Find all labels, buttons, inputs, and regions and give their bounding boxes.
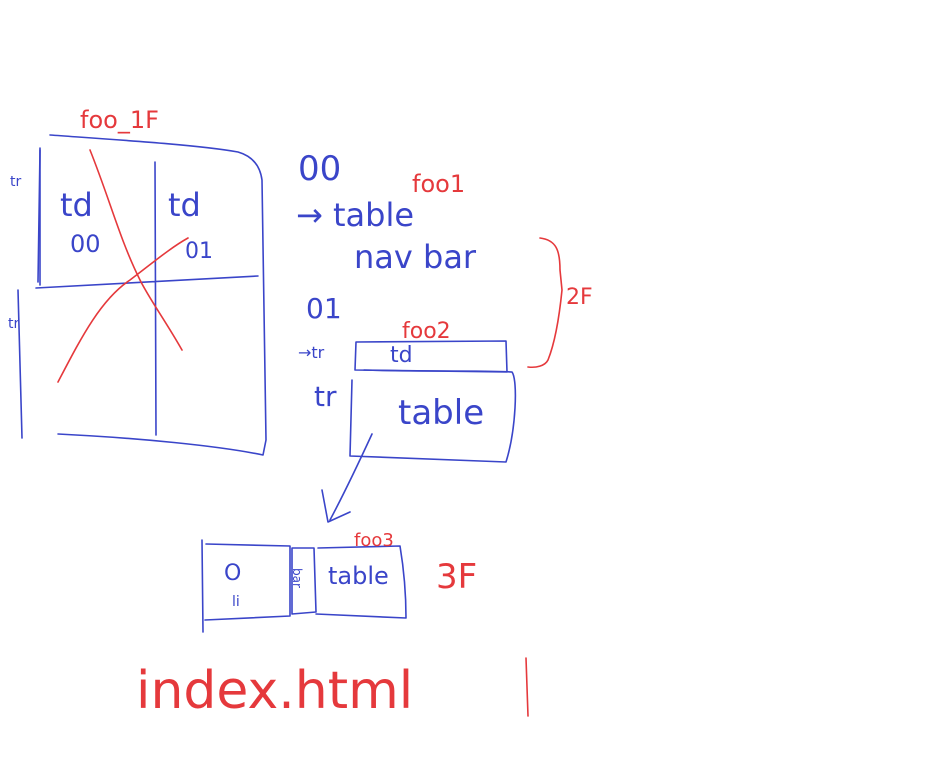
td-bar-box bbox=[354, 340, 508, 373]
tr-label-top: tr bbox=[10, 174, 21, 190]
td-right-label: td bbox=[168, 186, 201, 224]
left-panel-box bbox=[201, 539, 291, 633]
vertical-text-label: bar bbox=[290, 568, 304, 588]
item-00-label: 00 bbox=[298, 149, 341, 189]
table-3f-box bbox=[315, 545, 407, 619]
foo-1f-label: foo_1F bbox=[80, 106, 159, 134]
foo1-label: foo1 bbox=[412, 170, 465, 198]
middle-strip-box bbox=[291, 547, 317, 615]
table-3f-label: table bbox=[328, 562, 389, 590]
foo2-label: foo2 bbox=[402, 319, 451, 344]
table-inner-box bbox=[349, 369, 517, 463]
foo3-label: foo3 bbox=[354, 530, 394, 551]
filename-block: index.html bbox=[136, 657, 529, 721]
arrow-table-label: → table bbox=[296, 196, 414, 234]
filename-trailing-stroke bbox=[525, 657, 529, 717]
brace-2f-label: 2F bbox=[566, 285, 593, 310]
grid-sketch-1f: foo_1F tr tr td td 00 01 bbox=[8, 106, 267, 456]
item-01-label: 01 bbox=[306, 292, 342, 325]
nav-bar-label: nav bar bbox=[354, 238, 477, 276]
label-3f: 3F bbox=[436, 557, 477, 597]
tr-arrow-label: →tr bbox=[298, 343, 325, 362]
left-li-label: li bbox=[232, 594, 240, 610]
left-o-label: O bbox=[224, 561, 241, 586]
td-bar-label: td bbox=[390, 343, 413, 368]
brace-2f bbox=[527, 237, 563, 369]
filename-label: index.html bbox=[136, 661, 413, 721]
tr-lower-label: tr bbox=[314, 380, 337, 413]
grid-outer-box bbox=[17, 134, 267, 456]
notes-2f: 00 foo1 → table nav bar 01 foo2 →tr td t… bbox=[296, 149, 593, 523]
big-red-x bbox=[57, 149, 189, 383]
cell-00-label: 00 bbox=[70, 230, 101, 258]
grid-left-edge-top bbox=[37, 149, 41, 283]
cell-01-label: 01 bbox=[185, 239, 213, 264]
tr-label-mid: tr bbox=[8, 316, 19, 332]
arrow-down bbox=[321, 433, 373, 523]
table-inner-label: table bbox=[398, 393, 484, 433]
td-left-label: td bbox=[60, 186, 93, 224]
layout-3f: O li bar table foo3 3F bbox=[201, 530, 477, 633]
